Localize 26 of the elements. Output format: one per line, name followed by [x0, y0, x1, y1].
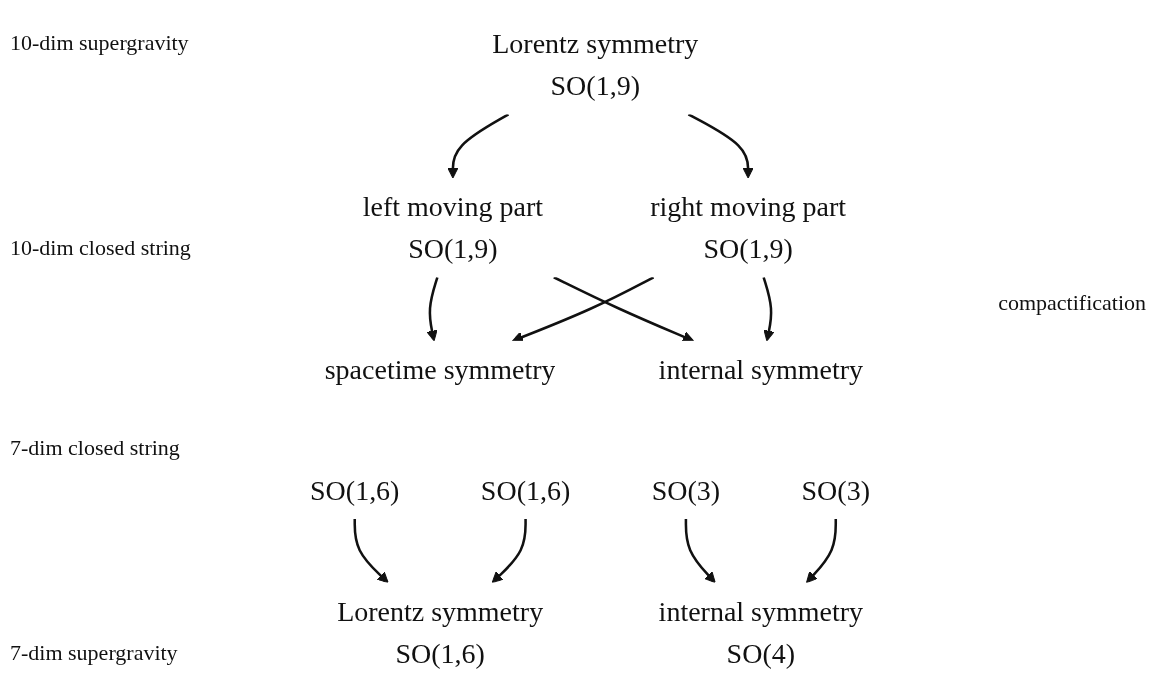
node-text: spacetime symmetry [324, 353, 556, 386]
arrow [353, 519, 389, 584]
node-text: SO(1,6) [310, 474, 400, 507]
arrow [687, 113, 754, 179]
level-label: 7-dim closed string [10, 435, 180, 461]
arrow [447, 113, 510, 179]
arrow [684, 519, 716, 584]
node-text: Lorentz symmetry SO(1,6) [337, 595, 544, 670]
node-text: internal symmetry [658, 353, 864, 386]
node-text: internal symmetry SO(4) [658, 595, 864, 670]
arrow [491, 519, 527, 584]
node-text: SO(1,6) [480, 474, 571, 507]
arrow [806, 519, 838, 584]
level-label: 10-dim closed string [10, 235, 191, 261]
node-text: left moving part SO(1,9) [362, 190, 544, 265]
arrow [426, 276, 439, 342]
arrow [553, 276, 694, 343]
node-text: right moving part SO(1,9) [650, 190, 847, 265]
node-text: Lorentz symmetry SO(1,9) [492, 27, 699, 102]
arrow [762, 276, 775, 342]
node-text: SO(3) [651, 474, 721, 507]
arrow [512, 276, 655, 343]
node-text: SO(3) [801, 474, 870, 507]
level-label: compactification [998, 290, 1146, 316]
level-label: 10-dim supergravity [10, 30, 189, 56]
level-label: 7-dim supergravity [10, 640, 178, 666]
